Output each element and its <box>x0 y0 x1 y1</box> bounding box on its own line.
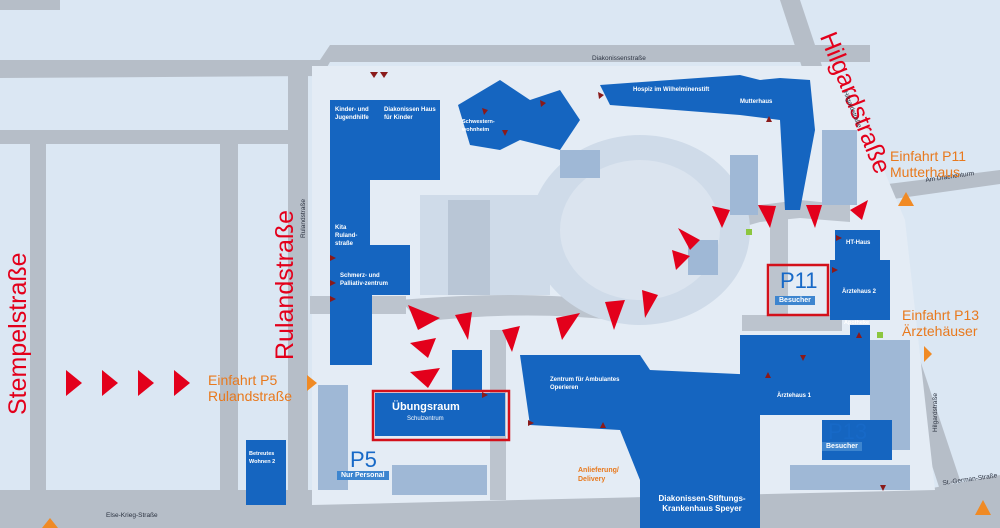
label-aerztehaus-2: Ärztehaus 2 <box>842 289 877 295</box>
label-mutterhaus: Mutterhaus <box>740 99 773 105</box>
parking-p13-label: P13 <box>828 419 868 444</box>
street-else-krieg: Else-Krieg-Straße <box>106 512 158 519</box>
label-diakonissen-kinder: Diakonissen Haus für Kinder <box>384 107 436 121</box>
entrance-p11-label: Einfahrt P11 Mutterhaus <box>890 148 967 180</box>
parking-p13-tag: Besucher <box>822 442 862 451</box>
label-betreutes-wohnen: Betreutes Wohnen 2 <box>249 451 276 465</box>
label-ht-haus: HT-Haus <box>846 240 871 246</box>
label-hospiz: Hospiz im Wilhelminenstift <box>633 87 710 93</box>
entrance-arrows <box>42 192 991 528</box>
label-uebungsraum: Übungsraum <box>392 401 460 413</box>
label-schwesternwohnheim: Schwestern-wohnheim <box>462 119 495 133</box>
street-rulandstrasse-small: Rulandstraße <box>300 198 307 238</box>
street-diakonissenstrasse: Diakonissenstraße <box>592 55 646 62</box>
label-aerztehaus-1: Ärztehaus 1 <box>777 393 812 399</box>
label-apotheke: Apotheke <box>844 320 870 326</box>
street-rulandstrasse-big: Rulandstraße <box>271 209 299 360</box>
p11-highlight <box>766 263 830 317</box>
route-arrows <box>66 200 868 396</box>
label-schmerzzentrum: Schmerz- und Palliativ-zentrum <box>340 273 389 287</box>
central-lawn <box>560 160 720 300</box>
label-anlieferung: Anlieferung/ Delivery <box>578 467 619 483</box>
uebungsraum-highlight <box>371 389 511 442</box>
entrance-p5-label: Einfahrt P5 Rulandstraße <box>208 372 293 404</box>
green-marker <box>746 229 752 235</box>
parking-p11-label: P11 <box>780 268 818 293</box>
parking-p5-tag: Nur Personal <box>337 471 389 480</box>
label-kinder-jugendhilfe: Kinder- und Jugendhilfe <box>335 107 369 121</box>
label-krankenhaus: Diakonissen-Stiftungs-Krankenhaus Speyer <box>658 494 746 513</box>
street-hilgardstrasse-right: Hilgardstraße <box>932 392 939 432</box>
parking-p11-tag: Besucher <box>775 296 815 305</box>
sports-field <box>448 200 490 295</box>
entrance-p13-label: Einfahrt P13 Ärztehäuser <box>902 307 980 339</box>
street-stempelstrasse: Stempelstraße <box>4 252 32 415</box>
label-zentrum-op: Zentrum für Ambulantes Operieren <box>550 377 620 391</box>
entrance-markers <box>330 72 886 491</box>
buildings <box>246 75 892 528</box>
parking-p5-label: P5 <box>350 447 377 472</box>
green-marker <box>877 332 883 338</box>
label-kita: Kita Ruland-straße <box>335 225 358 247</box>
label-schulzentrum: Schulzentrum <box>407 416 444 422</box>
